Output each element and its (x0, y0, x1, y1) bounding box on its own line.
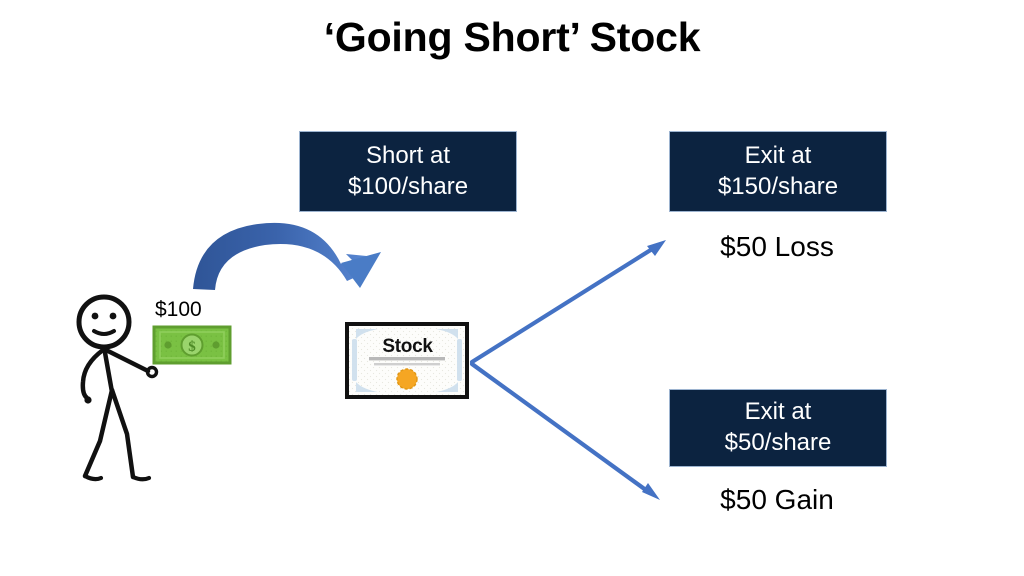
short-entry-box[interactable]: Short at $100/share (299, 131, 517, 212)
exit-high-line2: $150/share (717, 172, 839, 200)
outcome-gain-label: $50 Gain (720, 484, 834, 515)
short-entry-line2: $100/share (347, 172, 469, 200)
exit-high-box[interactable]: Exit at $150/share (669, 131, 887, 212)
curved-arrow-icon (193, 222, 381, 290)
exit-low-box[interactable]: Exit at $50/share (669, 389, 887, 467)
page-title: ‘Going Short’ Stock (323, 14, 701, 60)
banknote-dollar-symbol: $ (188, 339, 196, 355)
arrow-up-right-icon (469, 240, 666, 365)
money-amount-label: $100 (155, 298, 202, 321)
exit-low-line1: Exit at (744, 398, 812, 426)
outcome-loss-label: $50 Loss (720, 231, 834, 262)
stick-figure-icon (76, 294, 159, 482)
arrow-down-right-icon (469, 361, 660, 500)
certificate-label: Stock (382, 336, 433, 357)
exit-low-line2: $50/share (724, 429, 832, 456)
banknote-icon: $ (152, 325, 232, 365)
stock-certificate-icon (345, 322, 469, 399)
short-entry-line1: Short at (365, 141, 451, 169)
exit-high-line1: Exit at (744, 141, 812, 169)
